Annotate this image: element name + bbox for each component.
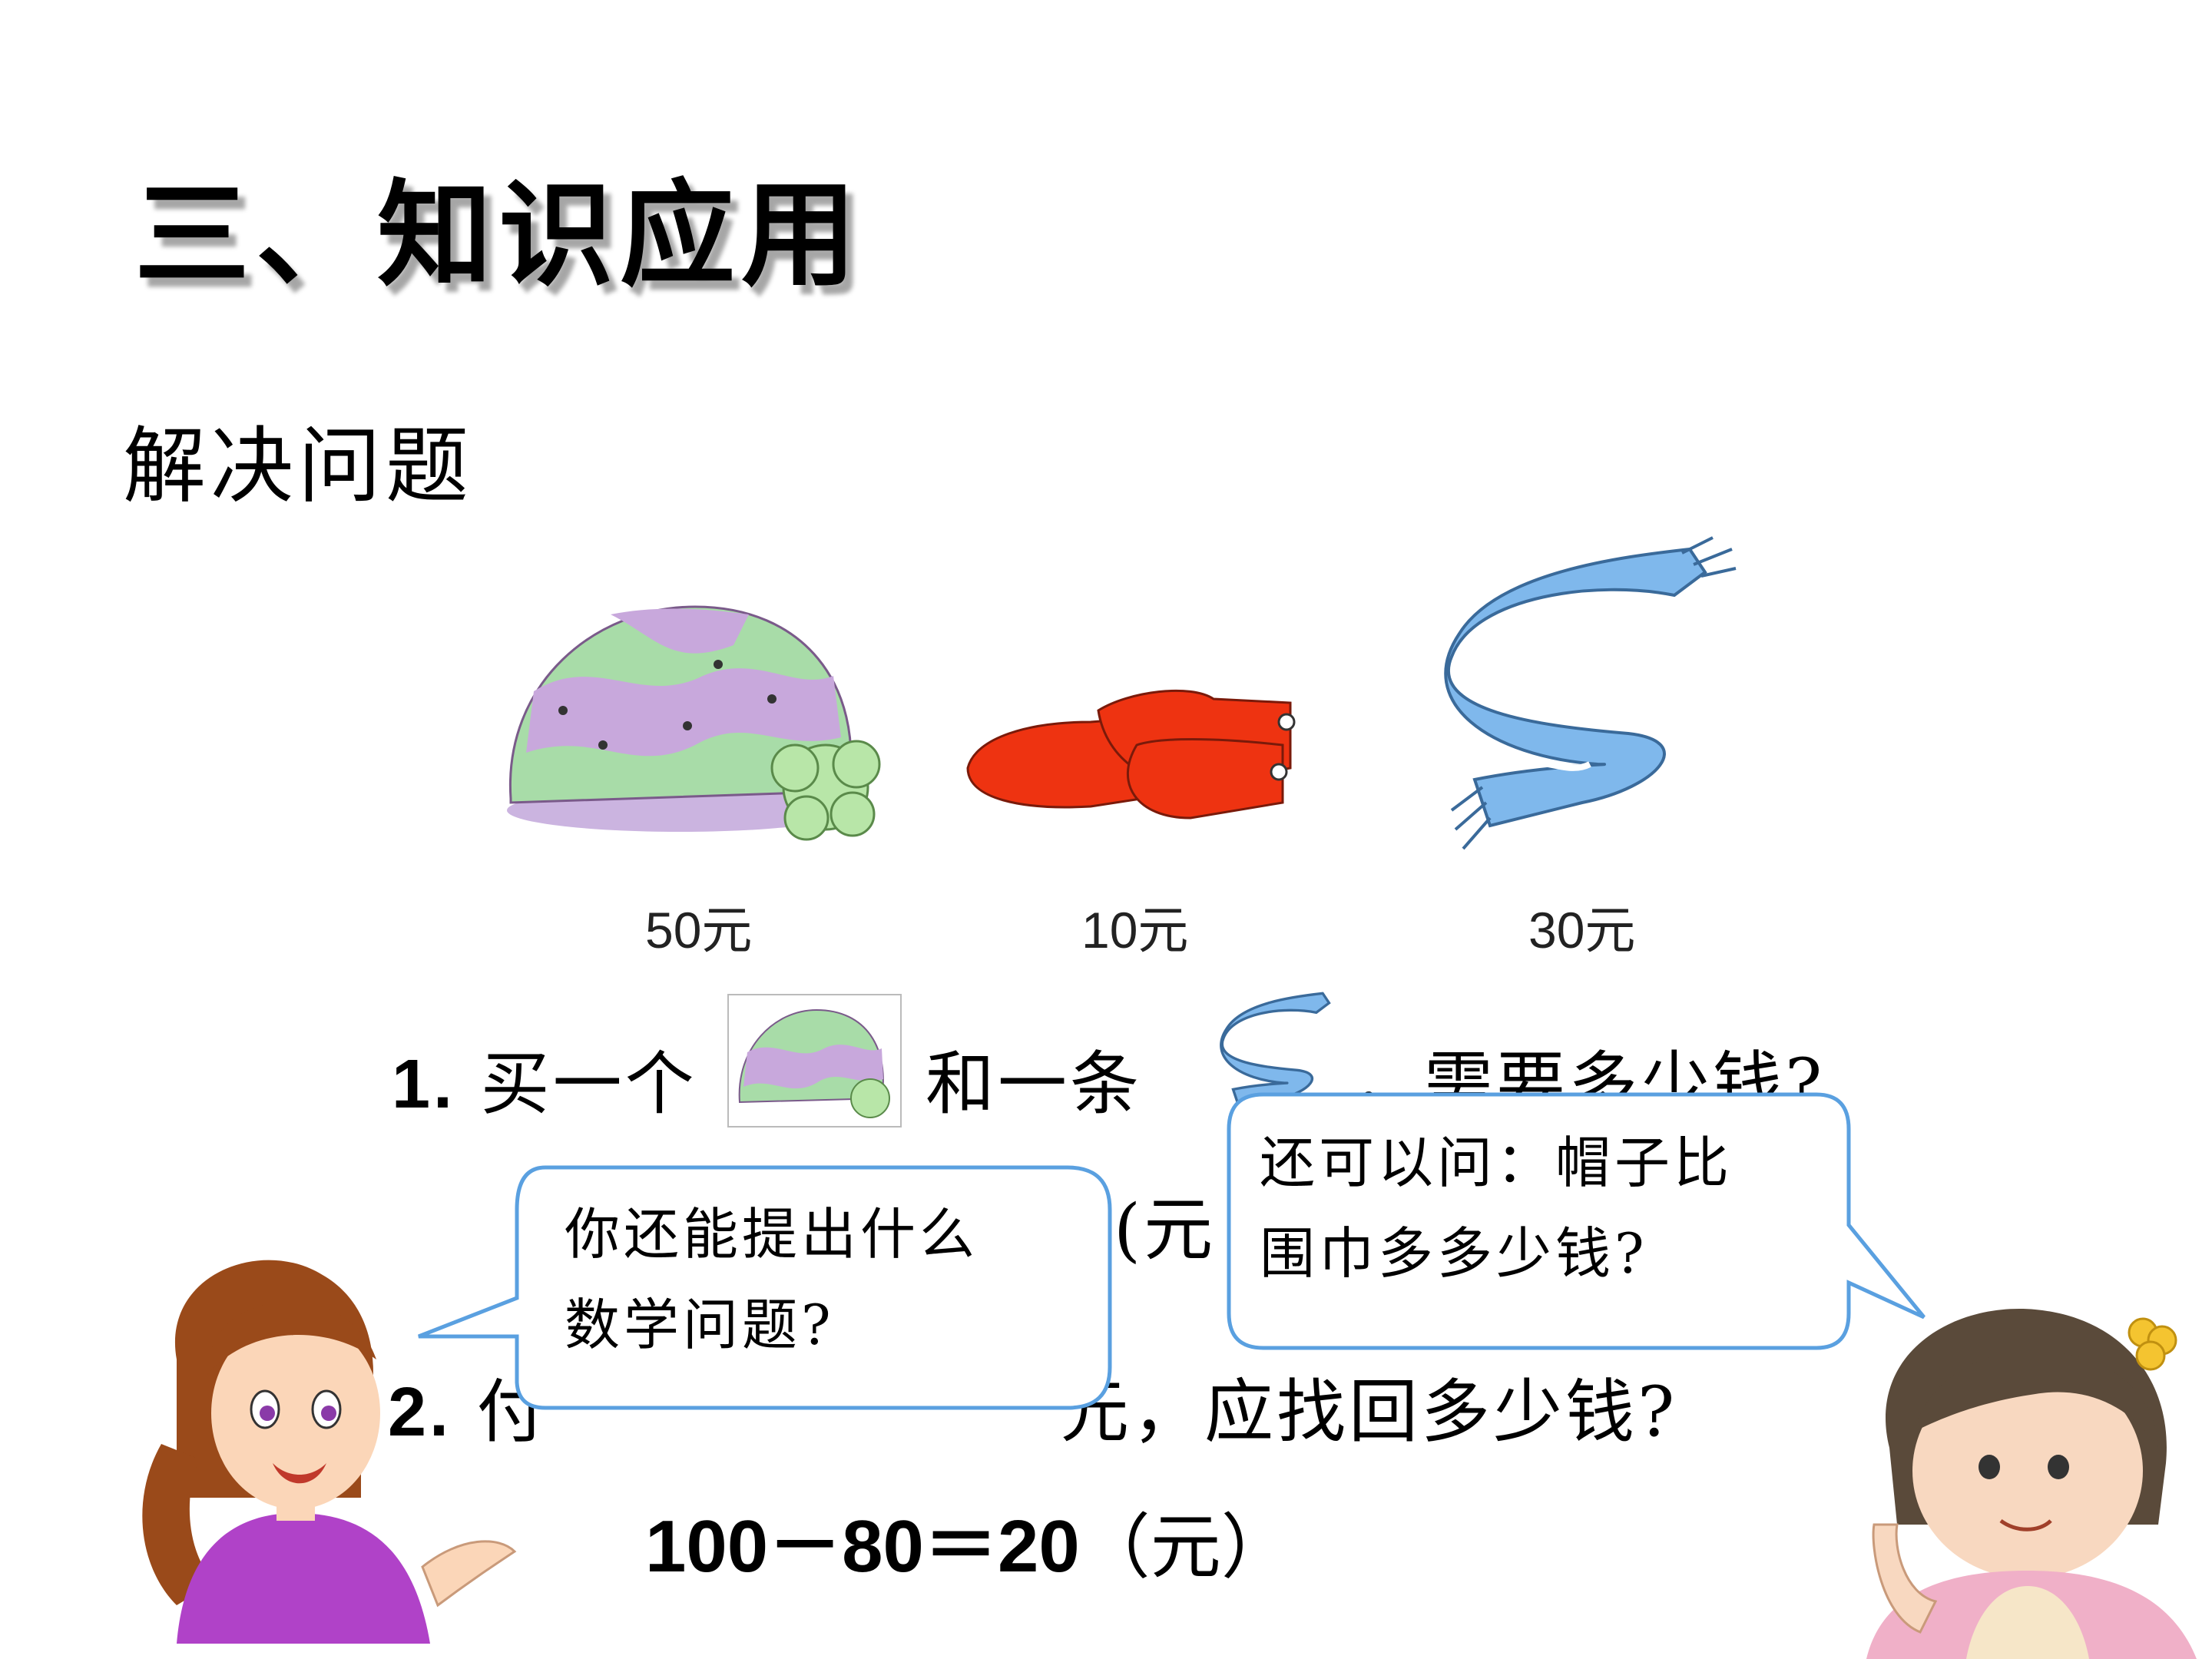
left-speech-bubble [418, 1165, 1112, 1410]
scarf-image [1444, 536, 1737, 850]
hat-image [507, 605, 881, 841]
answer-unit: （元） [1079, 1506, 1292, 1588]
right-speech-bubble [1227, 1092, 1926, 1350]
question-2-rest: 元，应找回多少钱? [1060, 1372, 1678, 1452]
left-bubble-line-1: 你还能提出什么 [565, 1202, 979, 1267]
section-subtitle: 解决问题 [123, 419, 474, 515]
gloves-price: 10元 [1081, 902, 1189, 959]
left-bubble-text: 你还能提出什么 数学问题? [565, 1189, 979, 1370]
question-1: 1. 买一个 [392, 1028, 697, 1128]
question-2: 2. 付 [388, 1356, 549, 1455]
right-bubble-line-2: 围巾多多少钱? [1260, 1221, 1648, 1286]
gloves-image [966, 689, 1296, 820]
answer-equation: 100－80＝20 [645, 1505, 1080, 1588]
question-1-part1: 买一个 [480, 1044, 697, 1124]
hat-thumbnail [727, 994, 902, 1128]
hat-price: 50元 [645, 902, 753, 959]
teacher-character [142, 1260, 517, 1644]
right-bubble-line-1: 还可以问：帽子比 [1260, 1131, 1734, 1195]
question-1-number: 1. [392, 1046, 456, 1123]
scarf-thumbnail [1220, 992, 1331, 1111]
girl-character [1866, 1309, 2197, 1659]
question-1-answer-unit: (元 [1114, 1190, 1217, 1270]
left-bubble-line-2: 数学问题? [565, 1293, 835, 1357]
slide-title: 三、知识应用 [134, 167, 863, 303]
question-1-part2: 和一条 [926, 1044, 1142, 1124]
right-bubble-text: 还可以问：帽子比 围巾多多少钱? [1260, 1118, 1733, 1299]
question-2-number: 2. [388, 1374, 452, 1451]
scarf-price: 30元 [1528, 902, 1636, 959]
answer-equation-row: 100－80＝20（元） [645, 1486, 1292, 1593]
